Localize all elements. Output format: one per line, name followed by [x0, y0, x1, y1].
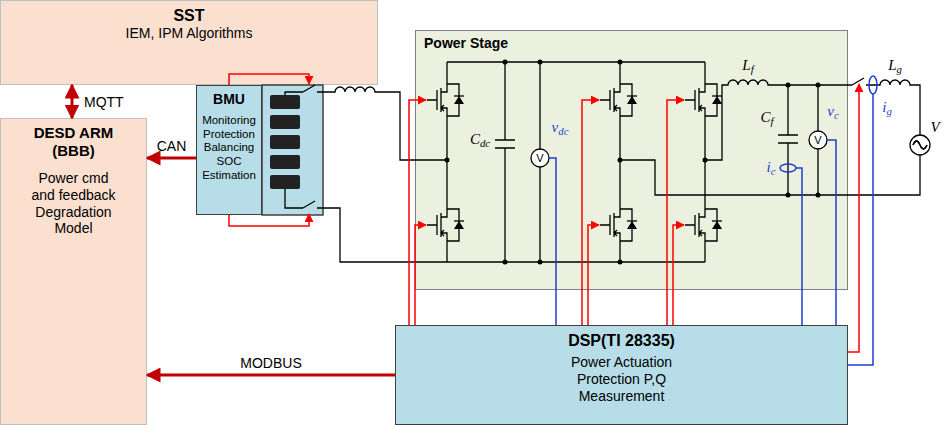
- meter-letter: V: [814, 135, 821, 146]
- signal-name: Cf: [760, 110, 773, 126]
- grid-sine: [913, 141, 927, 149]
- signal-name: Cdc: [470, 132, 490, 148]
- signal-name: Lg: [888, 58, 902, 74]
- desd-box: DESD ARM (BBB) Power cmd and feedback Deg…: [0, 118, 147, 425]
- meter-letter: V: [536, 153, 543, 164]
- signal-name: V: [930, 120, 939, 135]
- box-title: BMU: [200, 91, 258, 108]
- box-title: DSP(TI 28335): [399, 331, 844, 350]
- link-arrow: [71, 85, 74, 118]
- voltmeter-symbol: [809, 131, 827, 149]
- box-title: DESD ARM (BBB): [24, 124, 124, 160]
- sst-box: SSTIEM, IPM Algorithms: [0, 0, 378, 85]
- bmu-box: BMU Monitoring Protection Balancing SOC E…: [196, 85, 262, 215]
- signal-name: vdc: [552, 120, 569, 136]
- link-arrow: [147, 157, 196, 160]
- box-title: SST: [4, 6, 374, 25]
- signal-name: ig: [882, 100, 892, 116]
- link-arrow: [147, 374, 395, 377]
- grid-source-symbol: [910, 135, 930, 155]
- grid-sine: [913, 141, 927, 149]
- signal-name: vc: [827, 104, 838, 120]
- box-body: Power cmd and feedback Degradation Model: [30, 170, 118, 237]
- link-label: MQTT: [84, 95, 124, 109]
- box-title: Power Stage: [424, 35, 839, 52]
- link-label: MODBUS: [240, 356, 301, 370]
- link-label: CAN: [157, 139, 187, 153]
- box-body: IEM, IPM Algorithms: [4, 25, 374, 42]
- signal-name: ic: [767, 160, 776, 176]
- battery-pack-box: [262, 85, 323, 215]
- voltmeter-symbol: [531, 149, 549, 167]
- dsp-box: DSP(TI 28335) Power Actuation Protection …: [395, 325, 848, 425]
- signal-name: Lf: [742, 58, 753, 74]
- box-body: Monitoring Protection Balancing SOC Esti…: [200, 114, 258, 183]
- battery-cells: [270, 95, 300, 189]
- box-body: Power Actuation Protection P,Q Measureme…: [559, 354, 684, 404]
